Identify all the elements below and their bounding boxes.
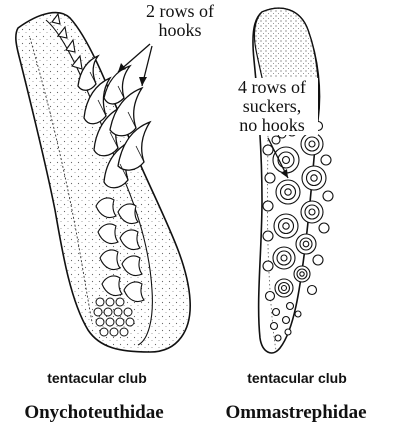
hooks-callout-line-2: hooks bbox=[130, 21, 230, 40]
hooks-callout: 2 rows of hooks bbox=[130, 2, 230, 40]
suckers-callout-line-1: 4 rows of bbox=[226, 78, 318, 97]
ommastrephid-club-drawing bbox=[253, 8, 333, 353]
suckers-callout: 4 rows of suckers, no hooks bbox=[226, 78, 318, 135]
hooks-callout-line-1: 2 rows of bbox=[130, 2, 230, 21]
suckers-callout-line-2: suckers, bbox=[226, 97, 318, 116]
left-caption: tentacular club bbox=[12, 370, 182, 386]
suckers-callout-line-3: no hooks bbox=[226, 116, 318, 135]
right-family-name: Ommastrephidae bbox=[196, 402, 395, 424]
left-family-name: Onychoteuthidae bbox=[0, 402, 194, 424]
onychoteuthid-club-drawing bbox=[16, 13, 190, 352]
right-caption: tentacular club bbox=[212, 370, 382, 386]
